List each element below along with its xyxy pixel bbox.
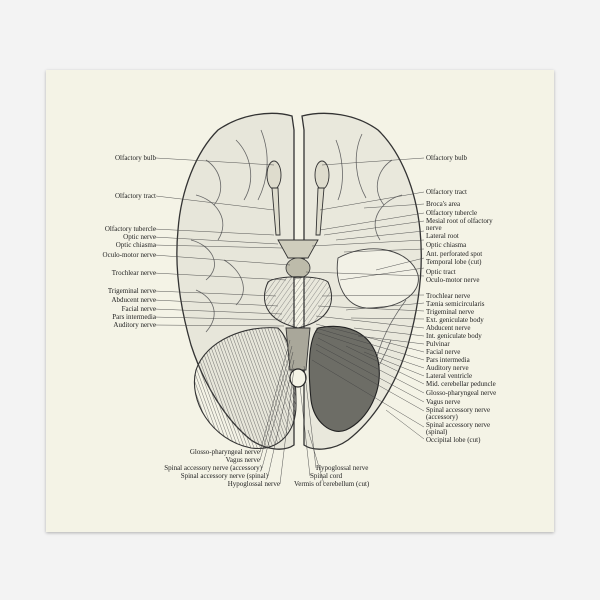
pituitary-region <box>285 257 311 279</box>
leader-lines <box>153 157 425 485</box>
label-olfactory-tract-left: Olfactory tract <box>114 192 156 200</box>
print-paper: Olfactory bulb Olfactory tract Olfactory… <box>46 70 554 532</box>
label-abducent-nerve-right: Abducent nerve <box>426 324 471 332</box>
label-optic-nerve-left: Optic nerve <box>123 233 156 241</box>
label-vermis-of-cerebellum: Vermis of cerebellum (cut) <box>294 480 370 488</box>
label-spinal-accessory-spinal-bottom: Spinal accessory nerve (spinal) <box>180 472 268 480</box>
pons <box>264 276 332 329</box>
label-spinal-cord: Spinal cord <box>310 472 343 480</box>
label-olfactory-tubercle-left: Olfactory tubercle <box>104 225 156 233</box>
label-hypoglossal-nerve-bottom-right: Hypoglossal nerve <box>316 464 369 472</box>
label-oculo-motor-nerve-right: Oculo-motor nerve <box>426 276 480 284</box>
label-spinal-accessory-spinal-right: Spinal accessory nerve <box>426 421 491 429</box>
label-spinal-accessory-spinal-right-cont: (spinal) <box>426 428 448 436</box>
label-oculo-motor-nerve-left: Oculo-motor nerve <box>102 251 156 259</box>
label-int-geniculate-body: Int. geniculate body <box>426 332 482 340</box>
label-auditory-nerve-left: Auditory nerve <box>113 321 156 329</box>
label-trigeminal-nerve-right: Trigeminal nerve <box>426 308 475 316</box>
label-optic-chiasma-right: Optic chiasma <box>426 241 467 249</box>
label-ext-geniculate-body: Ext. geniculate body <box>426 316 484 324</box>
label-ant-perforated-spot: Ant. perforated spot <box>426 250 483 258</box>
label-temporal-lobe: Temporal lobe (cut) <box>426 258 482 266</box>
label-trigeminal-nerve-left: Trigeminal nerve <box>107 287 156 295</box>
label-trochlear-nerve-right: Trochlear nerve <box>426 292 471 300</box>
label-olfactory-bulb-left: Olfactory bulb <box>114 154 156 162</box>
label-olfactory-bulb-right: Olfactory bulb <box>426 154 468 162</box>
label-mid-cerebellar-peduncle: Mid. cerebellar peduncle <box>426 380 496 388</box>
label-olfactory-tubercle-right: Olfactory tubercle <box>426 209 478 217</box>
label-abducent-nerve-left: Abducent nerve <box>111 296 156 304</box>
brain-illustration <box>153 112 425 485</box>
label-optic-chiasma-left: Optic chiasma <box>115 241 156 249</box>
label-facial-nerve-left: Facial nerve <box>121 305 156 313</box>
cerebellum-right <box>308 325 380 432</box>
label-optic-tract: Optic tract <box>426 268 456 276</box>
left-gyri <box>190 129 268 333</box>
label-mesial-root-cont: nerve <box>426 224 442 232</box>
label-glosso-pharyngeal-nerve-right: Glosso-pharyngeal nerve <box>426 389 497 397</box>
label-lateral-root: Lateral root <box>426 232 459 240</box>
label-occipital-lobe: Occipital lobe (cut) <box>426 436 481 444</box>
label-vagus-nerve-right: Vagus nerve <box>426 398 461 406</box>
label-hypoglossal-nerve-bottom-left: Hypoglossal nerve <box>227 480 280 488</box>
label-mesial-root: Mesial root of olfactory <box>426 217 493 225</box>
label-facial-nerve-right: Facial nerve <box>426 348 461 356</box>
label-taenia-semicircularis: Tænia semicircularis <box>426 300 485 308</box>
label-spinal-accessory-accessory-right-cont: (accessory) <box>426 413 458 421</box>
label-auditory-nerve-right: Auditory nerve <box>426 364 469 372</box>
label-pars-intermedia-left: Pars intermedia <box>112 313 156 321</box>
olfactory-structures <box>266 160 330 236</box>
label-glosso-pharyngeal-nerve-bottom: Glosso-pharyngeal nerve <box>189 448 260 456</box>
label-trochlear-nerve-left: Trochlear nerve <box>111 269 156 277</box>
label-brocas-area: Broca's area <box>426 200 461 208</box>
medulla <box>285 327 311 371</box>
label-pulvinar: Pulvinar <box>426 340 450 348</box>
label-vagus-nerve-bottom: Vagus nerve <box>225 456 260 464</box>
label-spinal-accessory-accessory-right: Spinal accessory nerve <box>426 406 491 414</box>
label-olfactory-tract-right: Olfactory tract <box>426 188 468 196</box>
label-lateral-ventricle: Lateral ventricle <box>426 372 473 380</box>
spinal-cord-cut <box>289 368 307 388</box>
label-spinal-accessory-accessory-bottom: Spinal accessory nerve (accessory) <box>164 464 262 472</box>
label-pars-intermedia-right: Pars intermedia <box>426 356 470 364</box>
optic-chiasma <box>277 239 319 259</box>
